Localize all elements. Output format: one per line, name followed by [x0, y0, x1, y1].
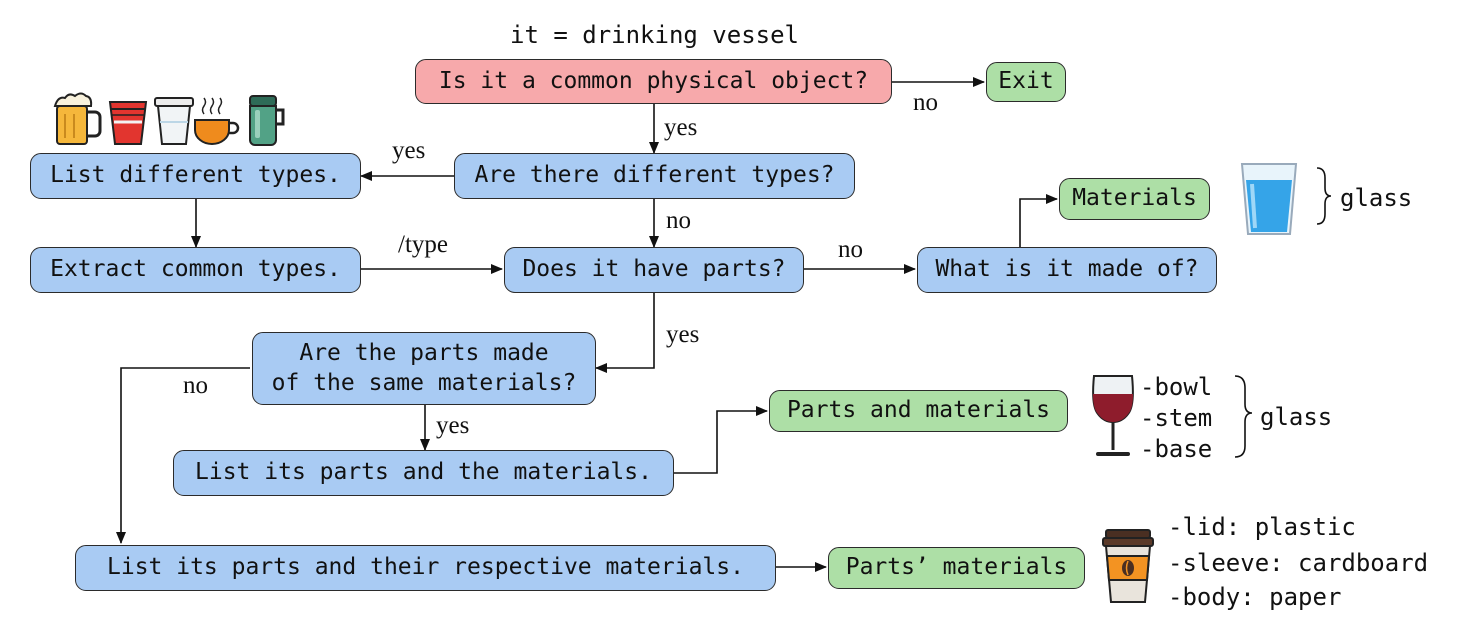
wine-glass-label: glass: [1260, 403, 1333, 431]
arrow-same-respective: [116, 367, 250, 544]
node-list-respective: List its parts and their respective mate…: [75, 545, 776, 591]
node-have-parts: Does it have parts?: [504, 247, 804, 293]
label-parts-no: no: [838, 236, 863, 263]
wine-glass-icon: [1092, 375, 1134, 456]
label-parts-yes: yes: [666, 321, 700, 348]
node-made-of: What is it made of?: [917, 247, 1217, 293]
label-common-no: no: [913, 89, 938, 116]
coffee-to-go-cup-icon: [1102, 529, 1154, 603]
node-parts-and-materials: Parts and materials: [769, 390, 1068, 432]
brace-wine: [1234, 375, 1253, 458]
label-per-type: /type: [398, 231, 448, 258]
coffee-mug-icon: [194, 97, 240, 145]
label-same-no: no: [183, 372, 208, 399]
node-list-types: List different types.: [30, 153, 361, 199]
node-extract-types: Extract common types.: [30, 247, 361, 293]
arrow-made-materials: [1019, 194, 1058, 247]
drinking-vessel-icons: [53, 92, 285, 146]
node-common-object: Is it a common physical object?: [415, 59, 892, 104]
brace-glass: [1316, 167, 1332, 225]
cup-part-3: -body: paper: [1168, 583, 1342, 611]
title: it = drinking vessel: [510, 21, 799, 49]
label-same-yes: yes: [436, 412, 470, 439]
label-types-yes: yes: [392, 137, 426, 164]
node-materials: Materials: [1059, 178, 1210, 220]
water-glass-icon: [1240, 163, 1298, 235]
node-list-parts-materials: List its parts and the materials.: [173, 450, 674, 496]
node-parts-materials: Parts’ materials: [828, 547, 1085, 589]
label-common-yes: yes: [664, 114, 698, 141]
node-different-types: Are there different types?: [454, 153, 855, 199]
wine-part-2: -stem: [1140, 404, 1213, 432]
label-types-no: no: [666, 207, 691, 234]
cup-part-1: -lid: plastic: [1168, 513, 1356, 541]
wine-part-1: -bowl: [1140, 373, 1213, 401]
arrow-list-partsmat: [674, 406, 768, 474]
node-exit: Exit: [986, 62, 1066, 102]
arrow-parts-same: [595, 292, 655, 373]
beer-mug-icon: [53, 92, 102, 145]
glass-label: glass: [1340, 184, 1413, 212]
thermos-icon: [249, 95, 285, 146]
cup-part-2: -sleeve: cardboard: [1168, 549, 1429, 577]
paper-cup-icon: [154, 97, 194, 145]
node-same-materials: Are the parts made of the same materials…: [252, 332, 596, 405]
red-cups-icon: [108, 101, 148, 145]
wine-part-3: -base: [1140, 435, 1213, 463]
